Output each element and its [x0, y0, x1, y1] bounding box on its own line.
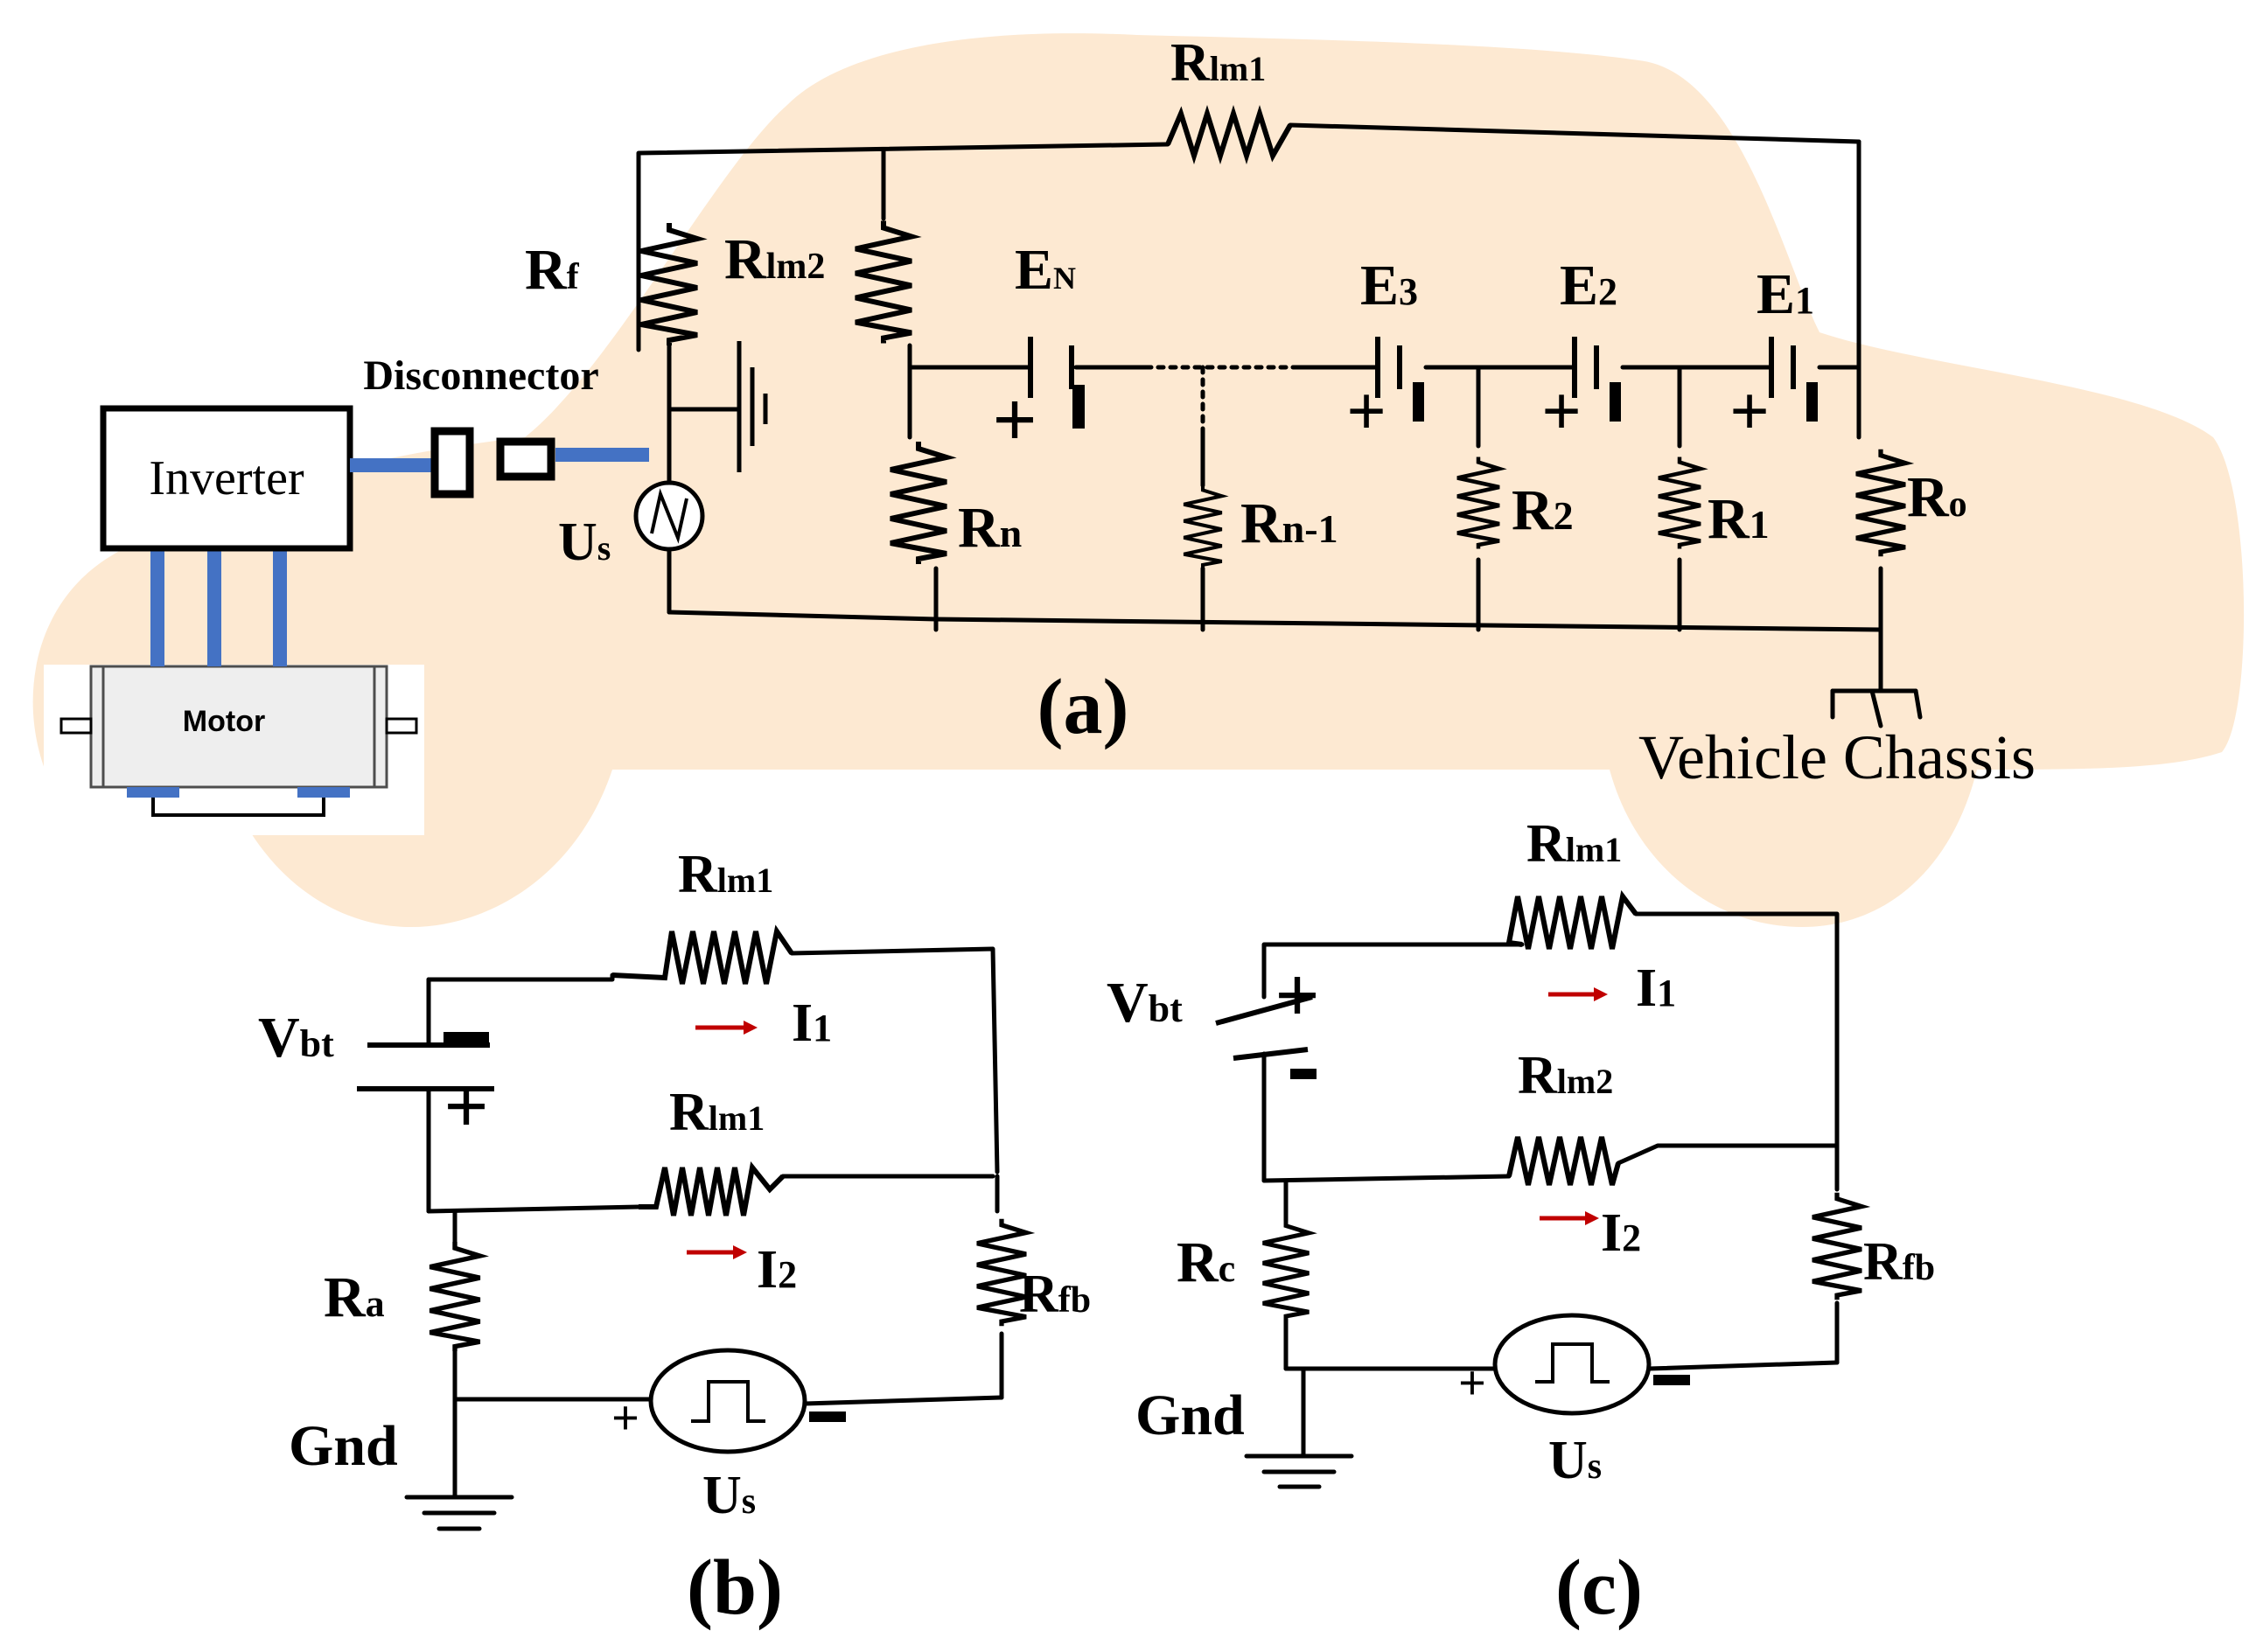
panel-b-label: (b): [687, 1544, 783, 1631]
current-arrow-i1-c: [1548, 987, 1608, 1001]
label-e2: E2: [1560, 254, 1617, 317]
label-vbt-c: Vbt: [1107, 971, 1183, 1035]
label-rlm2-a: Rlm2: [724, 227, 825, 291]
panel-a-label: (a): [1037, 664, 1129, 750]
plus-sign-us-b: +: [611, 1391, 639, 1446]
ground-symbol-a: [737, 341, 768, 472]
resistor-ra: [430, 1242, 479, 1351]
inverter: Inverter: [100, 405, 353, 552]
label-gnd-c: Gnd: [1135, 1384, 1245, 1447]
resistor-rlm1-b-bottom: [639, 1161, 786, 1216]
current-arrow-i2-c: [1540, 1211, 1599, 1225]
label-rlm1-b-bottom: Rlm1: [669, 1083, 765, 1142]
label-rn: Rn: [958, 496, 1022, 560]
plus-sign-e3: +: [1346, 373, 1386, 450]
label-rlm1-c: Rlm1: [1526, 814, 1622, 874]
label-rlm1-a: Rlm1: [1170, 33, 1266, 93]
battery-e1: [1769, 337, 1818, 422]
disconnector-label: Disconnector: [363, 352, 598, 399]
disconnector: Disconnector: [350, 352, 649, 498]
plus-sign-e1: +: [1729, 373, 1770, 450]
minus-sign-us-b: [809, 1412, 846, 1422]
resistor-rlm2-c: [1506, 1136, 1621, 1186]
panel-c-label: (c): [1555, 1544, 1643, 1631]
battery-vbt-b: [357, 1042, 494, 1091]
circuit-c-wires: [1244, 911, 1840, 1489]
label-r1: R1: [1708, 487, 1770, 551]
current-arrow-i2-b: [687, 1245, 747, 1259]
plus-sign-us-c: +: [1458, 1356, 1486, 1411]
plus-sign-vbt-b: +: [444, 1063, 488, 1150]
label-rfb-b: Rfb: [1019, 1265, 1091, 1324]
label-r2: R2: [1512, 478, 1574, 542]
ac-source-us-a: [633, 480, 705, 552]
resistor-rlm1-a: [1165, 104, 1293, 165]
vehicle-chassis-label: Vehicle Chassis: [1638, 722, 2036, 792]
circuit-b-wires: [404, 946, 1004, 1531]
label-us-a: Us: [558, 512, 611, 572]
label-rc: Rc: [1177, 1230, 1235, 1294]
inverter-label: Inverter: [149, 451, 304, 505]
label-us-b: Us: [702, 1466, 756, 1525]
label-i2-c: I2: [1601, 1203, 1641, 1263]
plus-sign-vbt-c: +: [1275, 952, 1319, 1039]
battery-vbt-c: [1215, 994, 1313, 1061]
resistor-rlm1-c: [1505, 889, 1638, 950]
battery-e3: [1375, 337, 1424, 422]
label-ra: Ra: [324, 1265, 385, 1329]
label-ro: Ro: [1907, 465, 1967, 529]
label-rlm1-b-top: Rlm1: [678, 845, 773, 904]
motor: Motor: [59, 665, 418, 817]
resistor-rfb-c: [1812, 1193, 1861, 1300]
minus-sign-us-c: [1653, 1375, 1690, 1385]
motor-phase-cables: [150, 551, 287, 666]
resistor-rlm1-b-top: [611, 924, 794, 985]
label-rf: Rf: [525, 238, 580, 302]
pulse-source-us-b: [648, 1348, 807, 1454]
label-en: EN: [1015, 238, 1076, 302]
circuit-a-wires: [636, 122, 1923, 728]
label-rlm2-c: Rlm2: [1518, 1046, 1613, 1105]
label-e1: E1: [1757, 262, 1814, 326]
minus-sign-vbt-c: [1290, 1069, 1317, 1079]
label-i1-b: I1: [792, 993, 832, 1053]
label-us-c: Us: [1548, 1431, 1602, 1490]
label-e3: E3: [1360, 254, 1418, 317]
resistor-rc: [1263, 1220, 1310, 1321]
plus-sign-en: +: [992, 377, 1037, 464]
current-arrow-i1-b: [695, 1021, 758, 1035]
battery-en: [1028, 337, 1085, 429]
minus-sign-vbt-b: [444, 1032, 489, 1043]
plus-sign-e2: +: [1541, 373, 1582, 450]
label-rfb-c: Rfb: [1863, 1232, 1935, 1292]
car-body-shape: [32, 33, 2245, 928]
label-i1-c: I1: [1636, 958, 1676, 1018]
label-vbt-b: Vbt: [258, 1006, 334, 1070]
label-gnd-b: Gnd: [289, 1414, 398, 1478]
battery-e2: [1572, 337, 1621, 422]
label-rn-1: Rn-1: [1240, 491, 1338, 555]
label-i2-b: I2: [757, 1240, 797, 1300]
pulse-source-us-c: [1492, 1313, 1652, 1416]
motor-label: Motor: [183, 705, 265, 738]
